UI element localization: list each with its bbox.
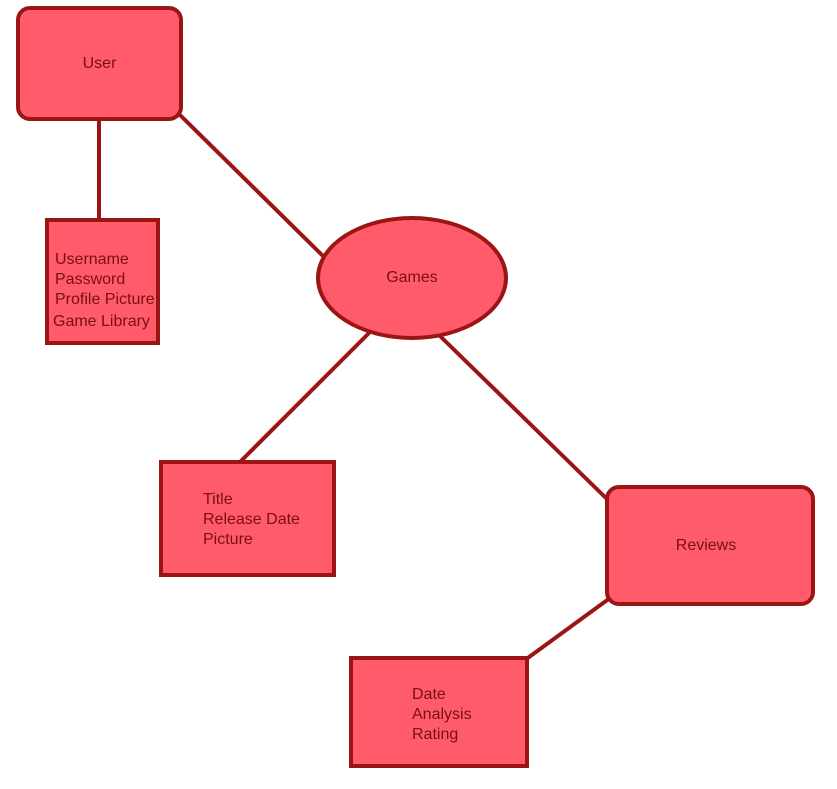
games-attribute-picture: Picture <box>203 531 253 548</box>
connector-games-reviews <box>438 334 610 502</box>
games-attributes-box[interactable]: Title Release Date Picture <box>159 460 336 577</box>
connector-games-attributes <box>238 330 372 464</box>
user-entity-label: User <box>82 54 117 72</box>
reviews-attribute-date: Date <box>412 686 446 703</box>
reviews-entity[interactable]: Reviews <box>605 485 815 606</box>
connector-reviews-attributes <box>523 596 612 662</box>
user-attribute-password: Password <box>55 271 126 288</box>
reviews-attribute-analysis: Analysis <box>412 706 472 723</box>
user-attribute-game-library: Game Library <box>53 313 150 330</box>
connector-user-games <box>178 113 326 259</box>
reviews-entity-label: Reviews <box>675 536 737 554</box>
games-attribute-title: Title <box>203 491 233 508</box>
games-entity-label: Games <box>386 269 438 286</box>
user-entity[interactable]: User <box>16 6 183 121</box>
games-attribute-release-date: Release Date <box>203 511 300 528</box>
user-attribute-profile-picture: Profile Picture <box>55 291 155 308</box>
reviews-attributes-box[interactable]: Date Analysis Rating <box>349 656 529 768</box>
reviews-attribute-rating: Rating <box>412 726 459 743</box>
user-attributes-box[interactable]: Username Password Profile Picture Game L… <box>45 218 160 345</box>
games-entity[interactable]: Games <box>316 216 508 340</box>
user-attribute-username: Username <box>55 251 129 268</box>
